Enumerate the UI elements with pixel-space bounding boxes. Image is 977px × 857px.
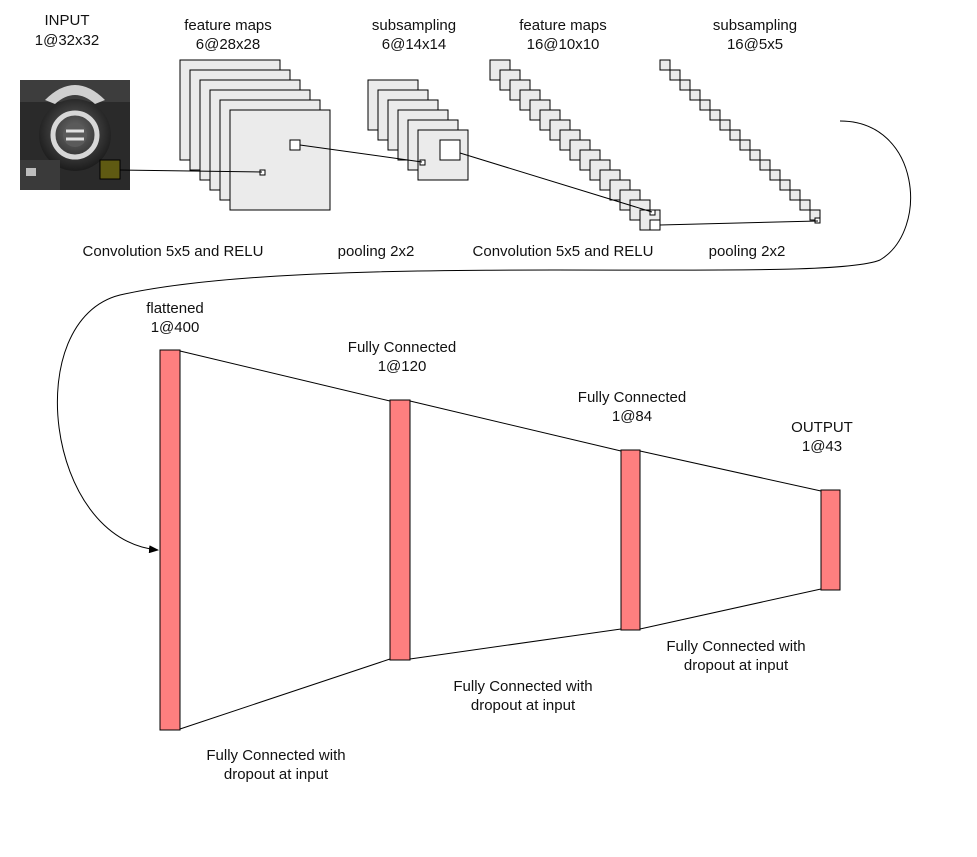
fc2-title: Fully Connected bbox=[578, 389, 686, 406]
pool1-feature-maps bbox=[367, 79, 469, 181]
fc2-dims: 1@84 bbox=[612, 408, 652, 425]
fc1-layer-bar bbox=[389, 399, 411, 661]
pool2-map-5 bbox=[699, 99, 711, 111]
fc2-output-bottom-line bbox=[639, 588, 822, 630]
conv2-op-label: Convolution 5x5 and RELU bbox=[473, 243, 654, 260]
fc1-fc2-top-line bbox=[409, 400, 622, 452]
flattened-dims: 1@400 bbox=[151, 319, 200, 336]
fc1-dims: 1@120 bbox=[378, 358, 427, 375]
pool2-map-12 bbox=[769, 169, 781, 181]
pool2-map-7 bbox=[719, 119, 731, 131]
flattened-fc1-top-line bbox=[179, 350, 391, 402]
pool2-map-1 bbox=[659, 59, 671, 71]
pool2-feature-maps bbox=[659, 59, 821, 221]
fc1-fc2-bottom-line bbox=[409, 628, 622, 660]
pool2-map-8 bbox=[729, 129, 741, 141]
conv2-feature-maps bbox=[489, 59, 661, 231]
flatten-flow-arrow bbox=[56, 120, 911, 554]
pool2-map-10 bbox=[749, 149, 761, 161]
conv2-pool-window bbox=[649, 219, 661, 231]
input-dims: 1@32x32 bbox=[35, 32, 99, 49]
dense-conn-3-line1: Fully Connected with bbox=[666, 638, 805, 655]
input-to-conv1-line bbox=[119, 169, 263, 173]
conv1-op-label: Convolution 5x5 and RELU bbox=[83, 243, 264, 260]
pool1-op-label: pooling 2x2 bbox=[338, 243, 415, 260]
pool2-title: subsampling bbox=[713, 17, 797, 34]
pool2-dims: 16@5x5 bbox=[727, 36, 783, 53]
pool2-map-9 bbox=[739, 139, 751, 151]
fc2-layer-bar bbox=[620, 449, 641, 631]
pool2-map-11 bbox=[759, 159, 771, 171]
pool2-map-2 bbox=[669, 69, 681, 81]
conv1-dims: 6@28x28 bbox=[196, 36, 260, 53]
fc1-title: Fully Connected bbox=[348, 339, 456, 356]
input-receptive-patch bbox=[99, 159, 121, 180]
pool1-dims: 6@14x14 bbox=[382, 36, 446, 53]
conv1-to-pool1-line bbox=[299, 144, 423, 163]
output-title: OUTPUT bbox=[791, 419, 853, 436]
pool2-map-3 bbox=[679, 79, 691, 91]
dense-conn-3-line2: dropout at input bbox=[684, 657, 789, 674]
pool2-map-4 bbox=[689, 89, 701, 101]
pool2-op-label: pooling 2x2 bbox=[709, 243, 786, 260]
pool2-map-6 bbox=[709, 109, 721, 121]
pool2-map-14 bbox=[789, 189, 801, 201]
conv1-feature-maps bbox=[179, 59, 331, 211]
dense-conn-1-line2: dropout at input bbox=[224, 766, 329, 783]
dense-conn-1-line1: Fully Connected with bbox=[206, 747, 345, 764]
conv2-title: feature maps bbox=[519, 17, 607, 34]
dense-conn-2-line2: dropout at input bbox=[471, 697, 576, 714]
pool1-to-conv2-line bbox=[459, 152, 653, 213]
flattened-fc1-bottom-line bbox=[179, 658, 391, 730]
pool2-map-13 bbox=[779, 179, 791, 191]
flattened-title: flattened bbox=[146, 300, 204, 317]
conv1-title: feature maps bbox=[184, 17, 272, 34]
pool2-unit-marker bbox=[814, 217, 821, 224]
output-dims: 1@43 bbox=[802, 438, 842, 455]
conv2-to-pool2-line bbox=[659, 220, 819, 226]
output-layer-bar bbox=[820, 489, 841, 591]
pool1-title: subsampling bbox=[372, 17, 456, 34]
input-title: INPUT bbox=[45, 12, 90, 29]
fc2-output-top-line bbox=[639, 450, 822, 492]
conv2-kernel-marker bbox=[649, 209, 656, 216]
input-image bbox=[20, 80, 130, 190]
pool2-map-15 bbox=[799, 199, 811, 211]
flattened-layer-bar bbox=[159, 349, 181, 731]
dense-conn-2-line1: Fully Connected with bbox=[453, 678, 592, 695]
conv2-dims: 16@10x10 bbox=[527, 36, 600, 53]
